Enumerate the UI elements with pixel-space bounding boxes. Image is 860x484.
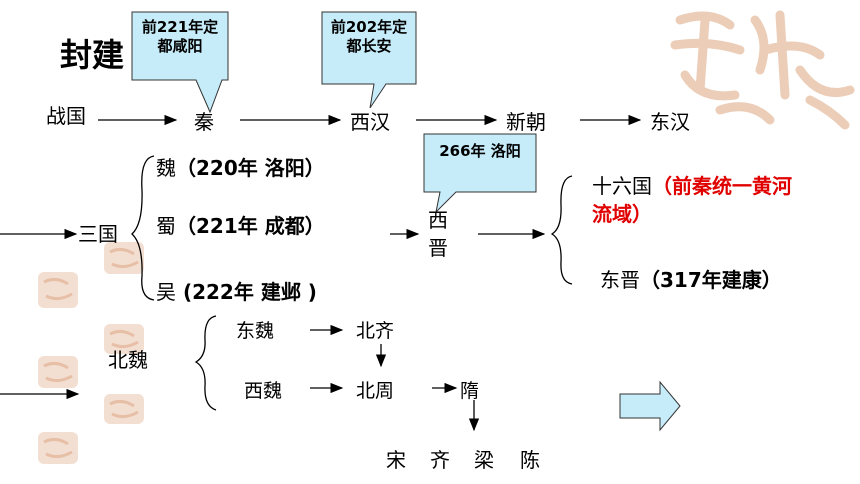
dongjin-note: （317年建康） [640, 268, 782, 292]
label-xinchao: 新朝 [506, 110, 546, 134]
wu-year: (222年 建邺 ) [176, 280, 317, 304]
wei-year: （220年 洛阳） [176, 156, 325, 180]
sixteen-label: 十六国 [592, 174, 652, 198]
dongjin-label: 东晋 [600, 268, 640, 292]
label-dongjin: 东晋（317年建康） [600, 268, 782, 292]
label-qin: 秦 [194, 110, 214, 134]
label-chen: 陈 [520, 448, 540, 472]
block-arrow [619, 380, 681, 432]
label-beiqi: 北齐 [356, 320, 395, 342]
label-liang: 梁 [474, 448, 494, 472]
label-beiwei: 北魏 [108, 348, 148, 372]
seal-decoration-2 [36, 270, 80, 314]
seal-decoration-3 [102, 322, 146, 360]
label-sixteen-kingdoms: 十六国（前秦统一黄河 [592, 174, 792, 198]
sixteen-note-2: 流域） [592, 202, 652, 226]
label-sanguo: 三国 [78, 222, 118, 246]
label-song: 宋 [386, 448, 406, 472]
page-title: 封建 [60, 36, 125, 74]
wu-name: 吴 [156, 280, 176, 304]
seal-decoration-5 [102, 392, 146, 430]
sixteen-note-1: （前秦统一黄河 [652, 174, 792, 198]
label-xihan: 西汉 [350, 110, 390, 134]
seal-decoration-6 [36, 430, 80, 470]
callout-text-xihan: 前202年定都长安 [330, 18, 408, 55]
label-zhanguo: 战国 [46, 104, 86, 128]
callout-text-xijin: 266年 洛阳 [439, 142, 521, 160]
label-xijin-2: 晋 [428, 236, 448, 260]
callout-shape-xijin [423, 133, 537, 214]
label-donghan: 东汉 [650, 110, 690, 134]
label-wei: 魏（220年 洛阳） [156, 156, 325, 180]
calligraphy-decoration [660, 0, 860, 130]
label-dongwei: 东魏 [236, 320, 275, 342]
callout-shape-xihan [321, 11, 417, 109]
label-xijin-1: 西 [428, 208, 448, 232]
wei-name: 魏 [156, 156, 176, 180]
shu-year: （221年 成都） [176, 214, 325, 238]
seal-decoration-1 [102, 240, 146, 280]
label-xiwei: 西魏 [244, 380, 283, 402]
callout-text-qin: 前221年定都咸阳 [141, 18, 219, 55]
label-sui: 隋 [460, 380, 480, 402]
label-beizhou: 北周 [356, 380, 395, 402]
shu-name: 蜀 [156, 214, 176, 238]
label-qi: 齐 [430, 448, 450, 472]
label-wu: 吴 (222年 建邺 ) [156, 280, 317, 304]
seal-decoration-4 [36, 354, 80, 394]
callout-shape-qin [131, 11, 229, 114]
label-shu: 蜀（221年 成都） [156, 214, 325, 238]
